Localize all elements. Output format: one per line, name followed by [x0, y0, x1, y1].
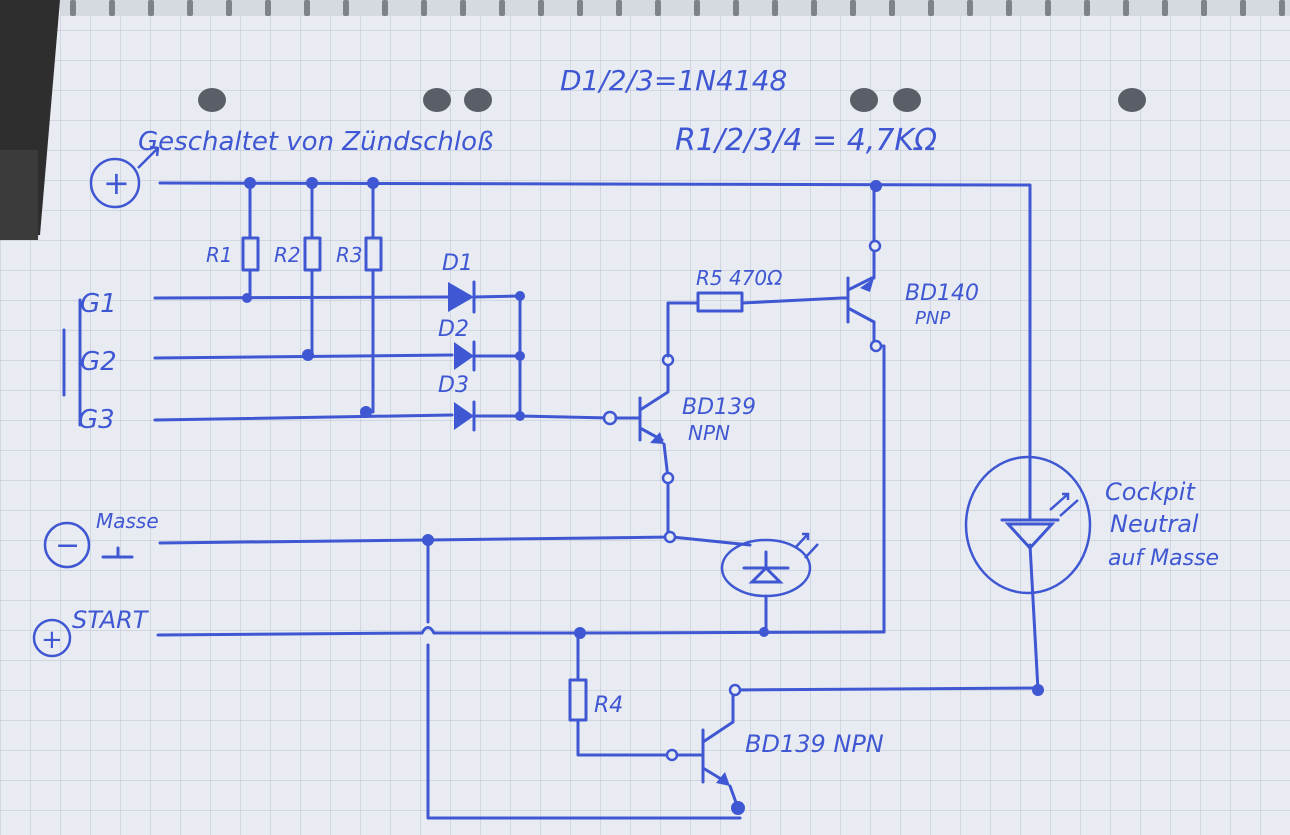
spiral-ring [421, 0, 427, 16]
spiral-ring [265, 0, 271, 16]
plus-terminal-start: + [32, 618, 72, 658]
spiral-ring [1084, 0, 1090, 16]
label-d3: D3 [438, 373, 469, 398]
spiral-ring [1162, 0, 1168, 16]
spiral-ring [850, 0, 856, 16]
cockpit-led [964, 418, 1092, 696]
diode-d3 [454, 400, 522, 432]
spiral-ring [1006, 0, 1012, 16]
label-q2-pol: PNP [915, 308, 950, 329]
diode-d2 [454, 340, 522, 372]
resistor-r5 [696, 291, 744, 313]
plus-symbol-start: + [41, 625, 63, 655]
cockpit-line3: auf Masse [1108, 546, 1219, 571]
spiral-ring [382, 0, 388, 16]
spiral-ring [733, 0, 739, 16]
resistor-r4 [568, 678, 588, 722]
punch-holes [198, 88, 1146, 112]
wire-g2 [153, 353, 454, 360]
spiral-ring [304, 0, 310, 16]
plus-rail [158, 181, 1032, 422]
wire-r5 [666, 296, 844, 358]
masse-wire [158, 535, 752, 547]
spiral-ring [538, 0, 544, 16]
transistor-q2 [840, 180, 886, 634]
cockpit-line1: Cockpit [1105, 478, 1196, 506]
label-d1: D1 [442, 251, 473, 276]
spiral-ring [499, 0, 505, 16]
spiral-ring [109, 0, 115, 16]
note-diodes: D1/2/3=1N4148 [560, 64, 787, 97]
spiral-ring [811, 0, 817, 16]
wire-crossover [420, 626, 436, 635]
spiral-ring [655, 0, 661, 16]
spiral-ring [148, 0, 154, 16]
spiral-ring [694, 0, 700, 16]
start-label: START [72, 606, 150, 634]
label-q2-type: BD140 [905, 281, 979, 306]
spiral-ring [187, 0, 193, 16]
note-resistors: R1/2/3/4 = 4,7KΩ [675, 123, 937, 158]
note-switched: Geschaltet von Zündschloß [138, 127, 493, 157]
label-r1: R1 [206, 243, 233, 267]
spiral-ring [889, 0, 895, 16]
spiral-ring [616, 0, 622, 16]
wire-g1 [153, 295, 450, 300]
minus-symbol: − [55, 528, 80, 563]
transistor-q3 [665, 683, 1040, 815]
input-g1: G1 [80, 289, 117, 319]
spiral-ring [577, 0, 583, 16]
spiral-ring [967, 0, 973, 16]
spiral-ring [1279, 0, 1285, 16]
spiral-ring [1240, 0, 1246, 16]
plus-terminal-top: + [89, 145, 160, 209]
resistor-r2 [302, 177, 322, 361]
cockpit-line2: Neutral [1110, 510, 1199, 538]
spiral-ring [226, 0, 232, 16]
input-bracket [62, 298, 82, 427]
spiral-ring [928, 0, 934, 16]
label-r3: R3 [336, 243, 363, 267]
spiral-ring [1201, 0, 1207, 16]
spiral-ring [1123, 0, 1129, 16]
wire-g3 [153, 413, 454, 422]
label-q1-pol: NPN [688, 421, 730, 445]
spiral-rings [70, 0, 1285, 16]
resistor-r1 [241, 177, 260, 303]
wire-r4 [576, 631, 670, 757]
spiral-ring [343, 0, 349, 16]
spiral-binding [60, 0, 1290, 16]
masse-label: Masse [96, 509, 159, 533]
label-d2: D2 [438, 317, 469, 342]
ground-return [426, 538, 742, 820]
label-q3: BD139 NPN [745, 730, 884, 758]
input-g2: G2 [80, 347, 117, 377]
transistor-q1 [602, 353, 675, 540]
label-r5: R5 470Ω [696, 266, 783, 290]
indicator-led [720, 532, 819, 637]
spiral-ring [460, 0, 466, 16]
minus-terminal: − [43, 521, 134, 569]
spiral-ring [772, 0, 778, 16]
label-q1-type: BD139 [682, 395, 756, 420]
spiral-ring [1045, 0, 1051, 16]
spiral-ring [70, 0, 76, 16]
diode-d1 [448, 280, 522, 314]
label-r4: R4 [594, 693, 623, 718]
input-g3: G3 [78, 405, 115, 435]
table-edge-bottom [0, 150, 38, 240]
label-r2: R2 [274, 243, 301, 267]
plus-symbol-top: + [103, 164, 130, 202]
